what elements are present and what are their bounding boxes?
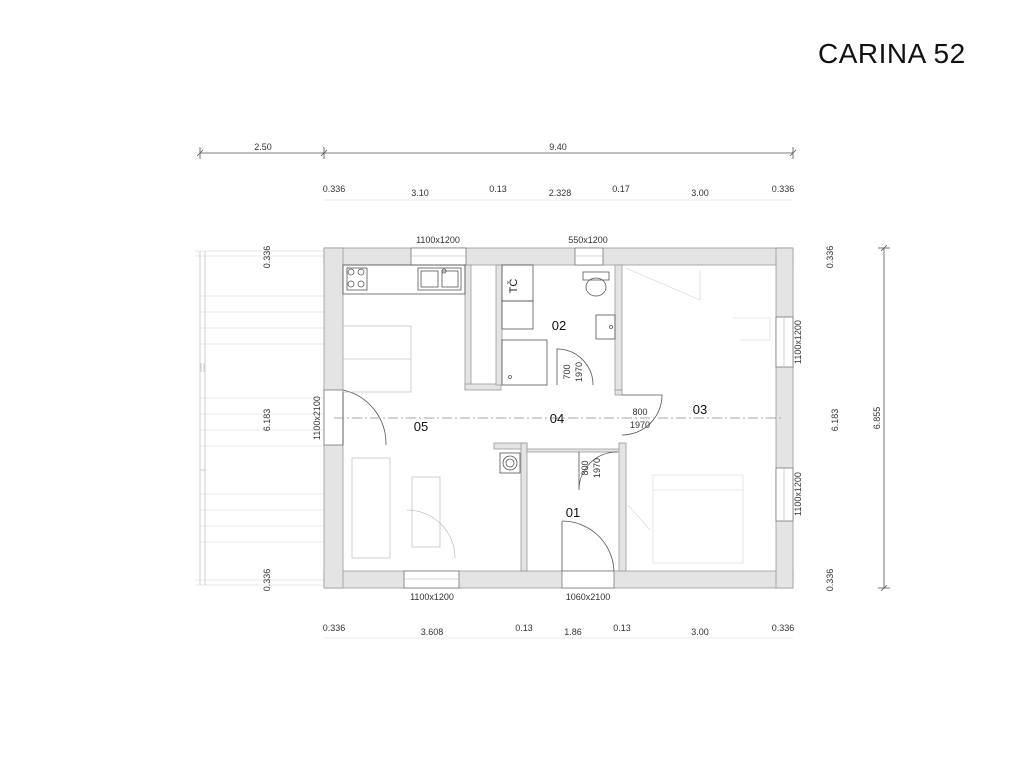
dim-bottom-1: 3.608 (421, 627, 444, 637)
door-left-swing (342, 389, 387, 446)
dim-house-width: 9.40 (549, 142, 567, 152)
room-label-04: 04 (550, 411, 564, 426)
washbasin-icon (595, 314, 616, 340)
dim-top-0: 0.336 (323, 184, 346, 194)
bottom-dimension-chain: 0.336 3.608 0.13 1.86 0.13 3.00 0.336 (323, 623, 795, 639)
dim-bottom-3: 1.86 (564, 627, 582, 637)
terrace: 0.336 6.183 0.336 (195, 246, 324, 592)
dim-house-depth: 6.855 (872, 407, 882, 430)
dim-left-2: 0.336 (262, 569, 272, 592)
window-right-2 (775, 467, 794, 522)
chimney-icon (499, 452, 521, 474)
dim-top-6: 0.336 (772, 184, 795, 194)
door-bottom-label: 1060x2100 (566, 592, 611, 602)
dim-bottom-5: 3.00 (691, 627, 709, 637)
room-label-05: 05 (414, 419, 428, 434)
window-right-1 (775, 316, 794, 368)
top-dimension-chain-overall: 2.50 9.40 (196, 142, 797, 159)
window-top-2 (574, 247, 604, 266)
dim-right-0: 0.336 (825, 246, 835, 269)
top-dimension-chain-detail: 0.336 3.10 0.13 2.328 0.17 3.00 0.336 (323, 184, 795, 201)
shower-tray (501, 339, 548, 386)
window-bottom-label: 1100x1200 (410, 592, 454, 602)
dim-right-2: 0.336 (825, 569, 835, 592)
openings: 1100x1200 550x1200 1100x2100 1100x1200 1… (312, 235, 803, 602)
plan-title: CARINA 52 (818, 38, 966, 69)
heat-pump-label: TČ (507, 279, 520, 294)
dim-left-0: 0.336 (262, 246, 272, 269)
door-bottom-swing (561, 520, 615, 572)
dim-bottom-6: 0.336 (772, 623, 795, 633)
dim-bottom-0: 0.336 (323, 623, 346, 633)
door-bedroom-swing (621, 394, 663, 436)
dim-top-3: 2.328 (549, 188, 572, 198)
dim-bottom-4: 0.13 (613, 623, 631, 633)
window-right-1-label: 1100x1200 (793, 320, 803, 364)
bedroom-furniture (625, 267, 771, 564)
window-bottom (403, 570, 460, 589)
door-room01-width: 800 (580, 460, 590, 475)
dim-right-1: 6.183 (830, 409, 840, 432)
technical-room: TČ (501, 264, 548, 386)
door-bathroom-swing (556, 348, 594, 386)
door-room01-height: 1970 (592, 458, 602, 478)
dim-bottom-2: 0.13 (515, 623, 533, 633)
window-top-1 (410, 247, 467, 266)
window-top-1-label: 1100x1200 (416, 235, 460, 245)
window-top-2-label: 550x1200 (568, 235, 608, 245)
door-bottom (561, 570, 615, 589)
chimney (499, 452, 521, 474)
door-left (323, 389, 344, 446)
dim-terrace-width: 2.50 (254, 142, 272, 152)
door-bathroom-width: 700 (562, 364, 572, 379)
bathroom-fixtures (582, 271, 616, 340)
dim-left-1: 6.183 (262, 409, 272, 432)
dim-top-4: 0.17 (612, 184, 630, 194)
door-bathroom-height: 1970 (574, 362, 584, 382)
dim-top-5: 3.00 (691, 188, 709, 198)
washing-machine-icon (501, 300, 534, 330)
room-label-03: 03 (693, 402, 707, 417)
door-bedroom-width: 800 (632, 407, 647, 417)
dim-top-2: 0.13 (489, 184, 507, 194)
dim-top-1: 3.10 (411, 188, 429, 198)
door-left-label: 1100x2100 (312, 396, 322, 440)
toilet-icon (585, 277, 607, 297)
sink-icon (417, 267, 462, 291)
door-room01-swing (578, 451, 618, 491)
right-dimension-chain: 0.336 6.183 0.336 6.855 (825, 244, 890, 592)
door-bedroom-height: 1970 (630, 420, 650, 430)
living-furniture (342, 325, 456, 559)
room-label-01: 01 (566, 505, 580, 520)
room-label-02: 02 (552, 318, 566, 333)
kitchen-counter (342, 264, 466, 295)
window-right-2-label: 1100x1200 (793, 472, 803, 516)
